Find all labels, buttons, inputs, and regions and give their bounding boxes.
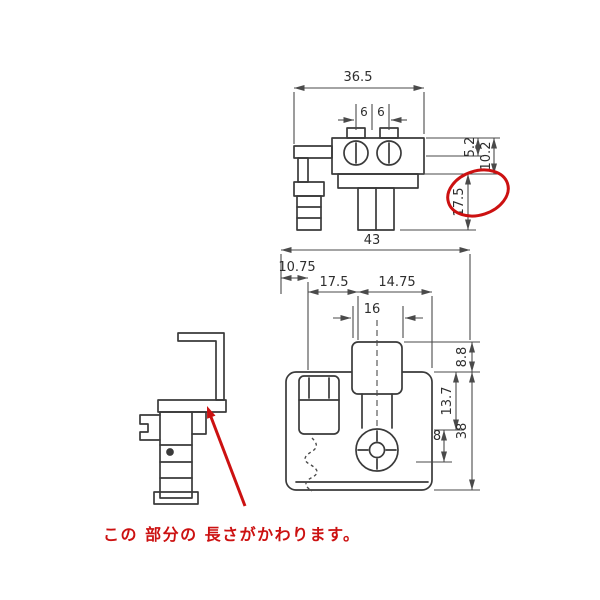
plan-dim-h-mid-label: 13.7 (440, 387, 455, 416)
plan-dims-right: 8.8 13.7 8 38 (404, 341, 480, 491)
front-dim-offset-a-label: 5.2 (463, 137, 478, 158)
note-arrow-line (209, 416, 247, 507)
plan-dim-tab-width-label: 16 (364, 302, 381, 317)
plan-dim-seg-left: 10.75 (278, 260, 316, 370)
plan-dim-seg-left-label: 10.75 (278, 260, 315, 275)
front-dim-total-width-label: 36.5 (344, 70, 373, 85)
plan-dim-seg-right-label: 14.75 (378, 275, 415, 290)
note-text: この 部分の 長さがかわります。 (103, 525, 361, 544)
front-view-part-outline (293, 127, 425, 231)
plan-dim-h-small-label: 8 (433, 429, 441, 444)
note-arrow-head (207, 406, 216, 419)
plan-dim-total-height-label: 38 (455, 423, 470, 440)
annotation: この 部分の 長さがかわります。 (103, 406, 361, 544)
front-view: 36.5 6 6 5.2 10.2 17.5 (293, 70, 510, 231)
plan-view-part-outline (285, 341, 433, 491)
front-dim-pitch: 6 6 (338, 104, 407, 130)
plan-view: 43 10.75 17.5 14.75 16 (278, 233, 480, 492)
front-dim-total-width: 36.5 (293, 70, 425, 144)
plan-dim-total-width: 43 (280, 233, 471, 340)
plan-dim-tab-width: 16 (333, 302, 423, 338)
plan-dim-total-width-label: 43 (364, 233, 381, 248)
front-dim-highlight-label: 17.5 (452, 188, 467, 217)
side-view-part-outline (139, 332, 227, 505)
front-dims-right: 5.2 10.2 17.5 (400, 137, 510, 231)
front-dim-pitch-a-label: 6 (360, 105, 368, 119)
plan-dim-h-top-label: 8.8 (455, 347, 470, 368)
plan-dim-seg-mid-label: 17.5 (320, 275, 349, 290)
side-view (139, 332, 227, 505)
highlight-ellipse (446, 168, 510, 218)
front-dim-offset-b-label: 10.2 (479, 142, 494, 171)
plan-dim-segments: 17.5 14.75 (308, 275, 433, 368)
spring-hidden-detail (304, 437, 318, 492)
front-dim-pitch-b-label: 6 (377, 105, 385, 119)
